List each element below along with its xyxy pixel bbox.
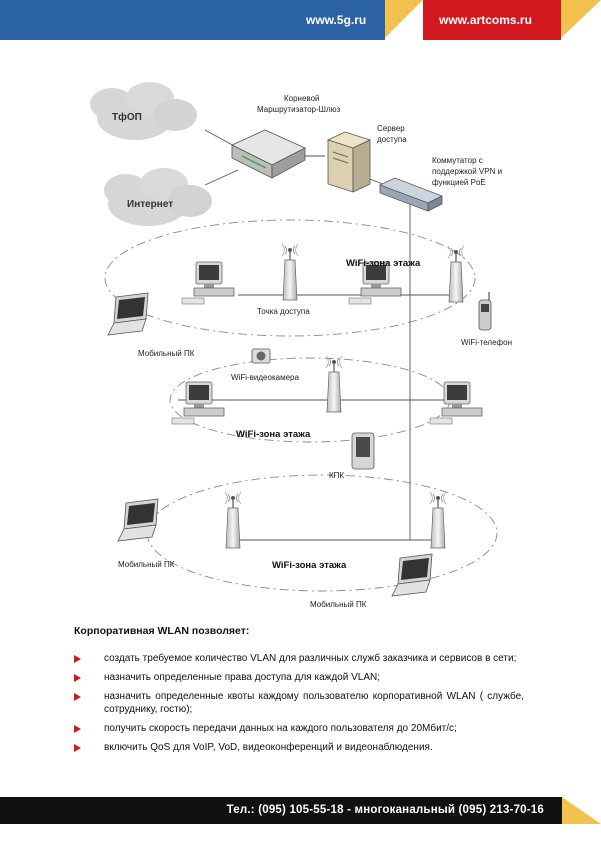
corner-fold-icon xyxy=(562,797,601,824)
router-label-line1: Корневой xyxy=(284,94,320,103)
header-link-5g[interactable]: www.5g.ru xyxy=(306,13,367,27)
switch-icon xyxy=(378,177,443,212)
list-item-text: создать требуемое количество VLAN для ра… xyxy=(104,653,517,664)
header-red-band xyxy=(423,0,561,40)
header-blue-band xyxy=(0,0,385,40)
wifi-zone-1 xyxy=(104,219,476,337)
list-item: назначить определенные квоты каждому пол… xyxy=(74,690,524,716)
list-item: назначить определенные права доступа для… xyxy=(74,671,524,684)
access-point-icon xyxy=(429,491,447,549)
pda-icon xyxy=(351,432,375,470)
server-label-line2: доступа xyxy=(377,135,407,144)
list-item: создать требуемое количество VLAN для ра… xyxy=(74,652,524,665)
list-item-text: назначить определенные квоты каждому пол… xyxy=(104,691,524,715)
access-point-icon xyxy=(281,243,299,301)
network-diagram: ТфОП Интернет Корневой Маршрутизатор-Шлю… xyxy=(90,82,512,609)
list-item-text: включить QoS для VoIP, VoD, видеоконфере… xyxy=(104,742,433,753)
bullet-arrow-icon xyxy=(74,693,81,701)
list-item-text: получить скорость передачи данных на каж… xyxy=(104,723,457,734)
wifi-camera-label: WiFi-видеокамера xyxy=(231,373,299,382)
section-title: Корпоративная WLAN позволяет: xyxy=(74,625,250,637)
switch-label-line2: поддержкой VPN и xyxy=(432,167,502,176)
switch-label-line3: функцией PoE xyxy=(432,178,486,187)
switch-label-line1: Коммутатор с xyxy=(432,156,483,165)
corner-fold-icon xyxy=(385,0,423,40)
header-link-artcoms[interactable]: www.artcoms.ru xyxy=(439,13,532,27)
page-header: www.5g.ru www.artcoms.ru xyxy=(0,0,601,40)
list-item: включить QoS для VoIP, VoD, видеоконфере… xyxy=(74,741,524,754)
zone-label-2: WiFi-зона этажа xyxy=(236,429,311,440)
desktop-pc-icon xyxy=(171,381,225,425)
mobile-pc-label-3: Мобильный ПК xyxy=(310,600,367,609)
wifi-phone-label: WiFi-телефон xyxy=(461,338,512,347)
router-label-line2: Маршрутизатор-Шлюз xyxy=(257,105,341,114)
zone-label-1: WiFi-зона этажа xyxy=(346,258,421,269)
wifi-phone-icon xyxy=(478,292,492,331)
corner-fold-icon xyxy=(561,0,601,38)
cloud-pstn-icon xyxy=(90,82,197,140)
server-icon xyxy=(326,131,372,193)
access-point-icon xyxy=(325,355,343,413)
access-point-icon xyxy=(224,491,242,549)
bullet-arrow-icon xyxy=(74,725,81,733)
desktop-pc-icon xyxy=(181,261,235,305)
bullet-arrow-icon xyxy=(74,744,81,752)
router-icon xyxy=(231,129,306,179)
cloud-pstn-label: ТфОП xyxy=(112,111,142,123)
desktop-pc-icon xyxy=(429,381,483,425)
wifi-camera-icon xyxy=(251,348,271,364)
mobile-pc-label-2: Мобильный ПК xyxy=(118,560,175,569)
bullet-arrow-icon xyxy=(74,674,81,682)
laptop-icon xyxy=(117,498,159,542)
footer-phone: Тел.: (095) 105-55-18 - многоканальный (… xyxy=(226,804,544,816)
server-label-line1: Сервер xyxy=(377,124,405,133)
pda-label: КПК xyxy=(329,471,344,480)
cloud-internet-icon xyxy=(104,168,212,226)
mobile-pc-label-1: Мобильный ПК xyxy=(138,349,195,358)
access-point-label: Точка доступа xyxy=(257,307,310,316)
wifi-zone-3 xyxy=(146,474,498,592)
page-footer: Тел.: (095) 105-55-18 - многоканальный (… xyxy=(0,797,562,824)
cloud-internet-label: Интернет xyxy=(127,199,173,210)
access-point-icon xyxy=(447,245,465,303)
laptop-icon xyxy=(107,292,149,336)
laptop-icon xyxy=(391,553,433,597)
zone-label-3: WiFi-зона этажа xyxy=(272,560,347,571)
list-item: получить скорость передачи данных на каж… xyxy=(74,722,524,735)
list-item-text: назначить определенные права доступа для… xyxy=(104,672,380,683)
bullet-arrow-icon xyxy=(74,655,81,663)
feature-list: создать требуемое количество VLAN для ра… xyxy=(74,652,524,760)
